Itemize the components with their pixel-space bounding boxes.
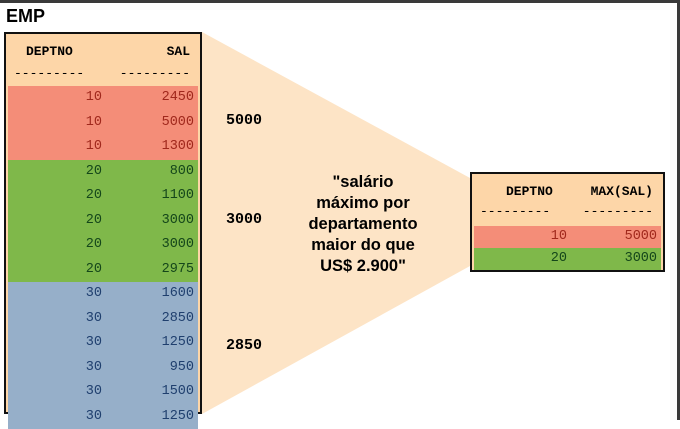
emp-table-header: DEPTNO SAL --------- ---------: [6, 38, 200, 86]
emp-row-deptno: 30: [86, 311, 102, 326]
emp-row: 20 1100: [8, 184, 198, 209]
result-row-max-sal: 3000: [625, 251, 657, 266]
emp-row-sal: 3000: [162, 213, 194, 228]
result-row: 10 5000: [474, 226, 661, 248]
emp-rows: 10 2450 10 5000 10 1300 20 800 20 1100 20 3000 20 300…: [8, 86, 198, 429]
emp-row-sal: 2850: [162, 311, 194, 326]
result-row-deptno: 20: [551, 251, 567, 266]
result-col-max-sal: MAX(SAL): [591, 184, 653, 199]
emp-row: 20 800: [8, 160, 198, 185]
emp-row-sal: 2450: [162, 90, 194, 105]
emp-row-sal: 1250: [162, 409, 194, 424]
emp-row: 10 5000: [8, 111, 198, 136]
result-dashes-deptno: ---------: [480, 204, 550, 219]
result-row-max-sal: 5000: [625, 229, 657, 244]
emp-row-sal: 800: [170, 164, 194, 179]
emp-row: 30 1250: [8, 331, 198, 356]
emp-dashes-sal: ---------: [120, 66, 190, 81]
criteria-line: maior do que: [288, 235, 438, 256]
emp-row: 20 2975: [8, 258, 198, 283]
emp-row-sal: 3000: [162, 237, 194, 252]
emp-col-sal: SAL: [167, 44, 190, 59]
criteria-line: US$ 2.900": [288, 256, 438, 277]
result-col-deptno: DEPTNO: [506, 184, 553, 199]
emp-col-deptno: DEPTNO: [26, 44, 73, 59]
emp-row: 30 1600: [8, 282, 198, 307]
emp-row-deptno: 20: [86, 188, 102, 203]
criteria-text: "salário máximo por departamento maior d…: [288, 172, 438, 277]
emp-row-deptno: 30: [86, 384, 102, 399]
emp-row-deptno: 10: [86, 90, 102, 105]
emp-row-deptno: 20: [86, 164, 102, 179]
emp-row-deptno: 30: [86, 360, 102, 375]
emp-row-deptno: 10: [86, 139, 102, 154]
emp-row-deptno: 20: [86, 213, 102, 228]
max-dept20: 3000: [226, 211, 262, 228]
table-title: EMP: [6, 6, 45, 27]
emp-row: 10 1300: [8, 135, 198, 160]
emp-row: 30 2850: [8, 307, 198, 332]
emp-row: 30 1250: [8, 405, 198, 429]
emp-row-sal: 1600: [162, 286, 194, 301]
emp-row-sal: 950: [170, 360, 194, 375]
result-row: 20 3000: [474, 248, 661, 270]
emp-row: 30 950: [8, 356, 198, 381]
emp-row-deptno: 30: [86, 409, 102, 424]
criteria-line: máximo por: [288, 193, 438, 214]
criteria-line: departamento: [288, 214, 438, 235]
emp-row-deptno: 30: [86, 335, 102, 350]
emp-row-sal: 1500: [162, 384, 194, 399]
emp-row-sal: 5000: [162, 115, 194, 130]
emp-row-sal: 1300: [162, 139, 194, 154]
emp-row-deptno: 20: [86, 237, 102, 252]
max-dept30: 2850: [226, 337, 262, 354]
emp-row: 30 1500: [8, 380, 198, 405]
emp-dashes-deptno: ---------: [14, 66, 84, 81]
emp-row: 10 2450: [8, 86, 198, 111]
result-row-deptno: 10: [551, 229, 567, 244]
result-table: DEPTNO MAX(SAL) --------- --------- 10 5…: [470, 172, 665, 272]
emp-row-deptno: 10: [86, 115, 102, 130]
result-dashes-max-sal: ---------: [583, 204, 653, 219]
emp-row: 20 3000: [8, 233, 198, 258]
criteria-line: "salário: [288, 172, 438, 193]
emp-row: 20 3000: [8, 209, 198, 234]
emp-row-deptno: 30: [86, 286, 102, 301]
max-dept10: 5000: [226, 112, 262, 129]
emp-row-sal: 1100: [162, 188, 194, 203]
emp-row-sal: 1250: [162, 335, 194, 350]
emp-table: DEPTNO SAL --------- --------- 10 2450 10 5…: [4, 32, 202, 414]
emp-row-sal: 2975: [162, 262, 194, 277]
emp-row-deptno: 20: [86, 262, 102, 277]
